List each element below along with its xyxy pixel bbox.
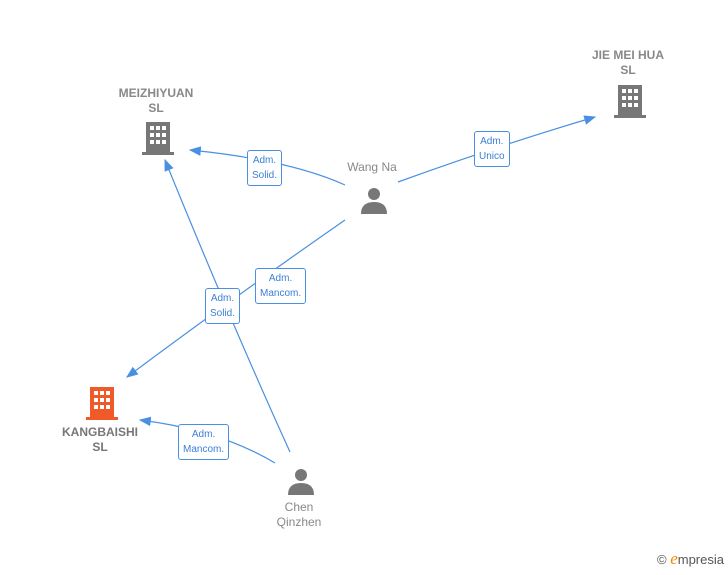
brand-text: mpresia	[677, 552, 724, 567]
empresia-logo: © empresia	[657, 549, 724, 569]
edge-label[interactable]: Adm. Solid.	[205, 288, 241, 324]
node-label: SL	[92, 440, 108, 454]
node-label: KANGBAISHI	[61, 425, 138, 439]
person-icon	[361, 188, 387, 214]
node-label: SL	[620, 63, 636, 77]
node-label: SL	[148, 101, 164, 115]
edge-label[interactable]: Adm. Unico	[474, 131, 510, 167]
node-label: Wang Na	[347, 160, 397, 174]
edge-label-line: Mancom.	[260, 288, 302, 299]
node-label: Qinzhen	[276, 515, 322, 529]
edge-label[interactable]: Adm. Solid.	[247, 150, 283, 186]
copyright-icon: ©	[656, 552, 667, 567]
edge-label-line: Unico	[479, 151, 505, 162]
edge-label[interactable]: Adm. Mancom.	[178, 424, 230, 460]
edge-label-line: Solid.	[252, 170, 278, 181]
edge-label-line: Solid.	[210, 308, 236, 319]
node-label: MEIZHIYUAN	[118, 86, 194, 100]
person-icon	[288, 469, 314, 495]
edge-label-line: Adm.	[210, 293, 235, 304]
edge-label-line: Adm.	[480, 136, 504, 147]
edge-label-line: Mancom.	[183, 444, 225, 455]
edge-label-line: Adm.	[268, 273, 293, 284]
edge-label-line: Adm.	[191, 429, 216, 440]
node-label: JIE MEI HUA	[591, 48, 664, 62]
edge-label-line: Adm.	[252, 155, 277, 166]
edge-label[interactable]: Adm. Mancom.	[255, 268, 307, 304]
node-wang-na[interactable]: Wang Na	[322, 160, 422, 175]
node-label: Chen	[284, 500, 314, 514]
brand-e: e	[670, 549, 678, 568]
